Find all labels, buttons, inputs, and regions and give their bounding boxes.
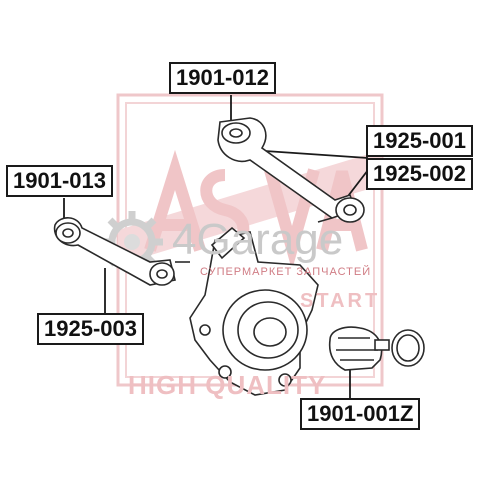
lower-control-arm-part (53, 217, 190, 286)
leader-line-1925-001 (249, 149, 369, 159)
part-label-right-lower[interactable]: 1925-002 (366, 158, 473, 190)
watermark-brand: 4Garage (172, 215, 344, 264)
snap-ring-part (391, 329, 425, 367)
upper-control-arm-part (217, 117, 365, 223)
part-label-top[interactable]: 1901-012 (169, 62, 276, 94)
part-label-bottom-right[interactable]: 1901-001Z (300, 398, 421, 430)
watermark-asva-sub: START (300, 290, 381, 312)
knuckle-hub-part (189, 226, 319, 396)
leader-lines (63, 95, 369, 398)
watermark-subtitle: СУПЕРМАРКЕТ ЗАПЧАСТЕЙ (200, 266, 372, 278)
part-label-right-upper[interactable]: 1925-001 (366, 125, 473, 157)
ball-joint-part (328, 326, 390, 371)
part-label-left-upper[interactable]: 1901-013 (6, 165, 113, 197)
asva-watermark-logo (116, 93, 384, 387)
part-label-left-lower[interactable]: 1925-003 (37, 313, 144, 345)
watermark-tagline: HIGH QUALITY (128, 370, 327, 400)
